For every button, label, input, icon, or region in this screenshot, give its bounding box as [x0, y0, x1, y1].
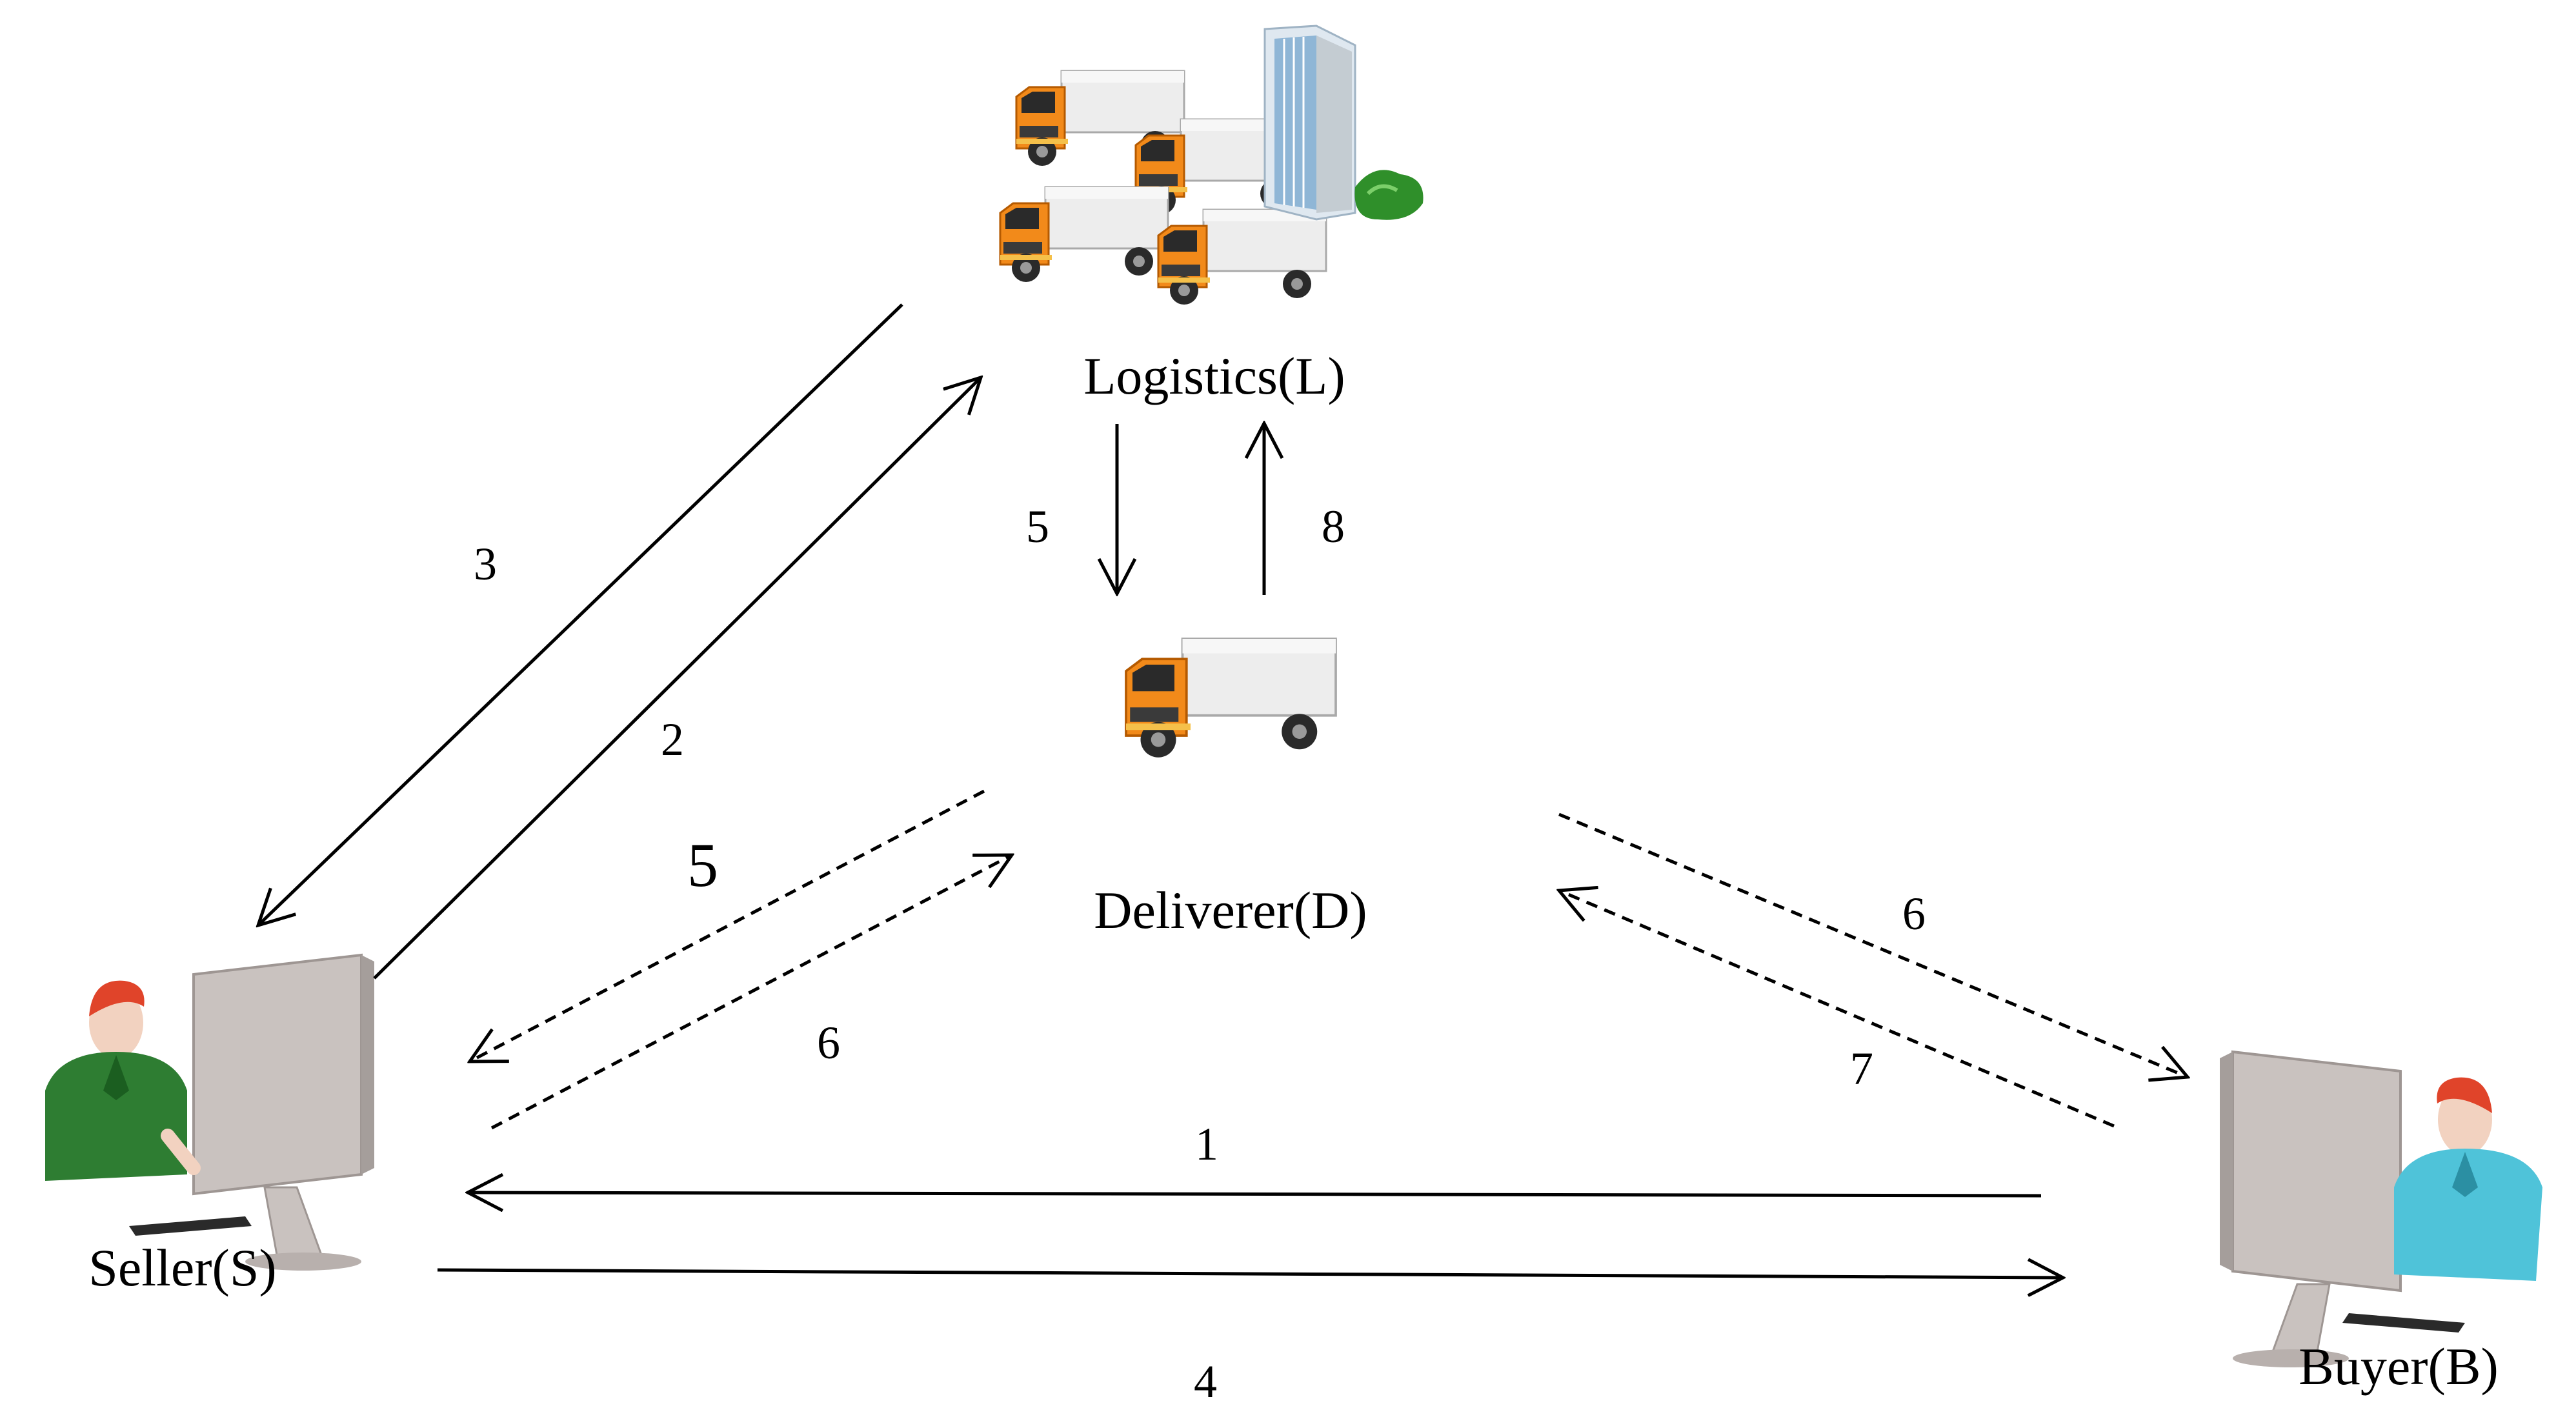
- edge-6-seller-to-deliverer: [490, 855, 1012, 1130]
- edge-5-seller-label: 5: [687, 830, 718, 900]
- deliverer-label: Deliverer(D): [1094, 881, 1367, 940]
- seller-label: Seller(S): [88, 1238, 276, 1297]
- edge-4-seller-to-buyer: [437, 1270, 2063, 1278]
- buyer-person-icon: [2219, 1051, 2542, 1369]
- edge-8-label: 8: [1322, 501, 1345, 552]
- buyer-label: Buyer(B): [2299, 1337, 2499, 1396]
- edge-3-logistics-to-seller: [258, 303, 903, 925]
- logistics-label: Logistics(L): [1083, 347, 1345, 405]
- edge-6-seller-label: 6: [817, 1017, 840, 1069]
- edge-4-label: 4: [1194, 1356, 1217, 1407]
- edge-6-buyer-label: 6: [1902, 888, 1926, 940]
- edge-2-seller-to-logistics: [373, 377, 981, 980]
- edge-7-buyer-to-deliverer: [1559, 891, 2115, 1128]
- edge-2-label: 2: [661, 714, 684, 765]
- office-building-icon: [1263, 25, 1424, 221]
- edge-6-deliverer-to-buyer: [1558, 812, 2188, 1077]
- logistics-icon: [999, 25, 1424, 306]
- edge-7-label: 7: [1850, 1043, 1873, 1094]
- edge-1-buyer-to-seller: [468, 1193, 2042, 1196]
- edge-3-label: 3: [474, 538, 497, 590]
- edge-5-logistics-label: 5: [1026, 501, 1049, 552]
- seller-person-icon: [45, 954, 376, 1272]
- edge-1-label: 1: [1195, 1118, 1218, 1170]
- edge-5-deliverer-to-seller: [470, 789, 985, 1062]
- deliverer-truck-icon: [1125, 638, 1337, 759]
